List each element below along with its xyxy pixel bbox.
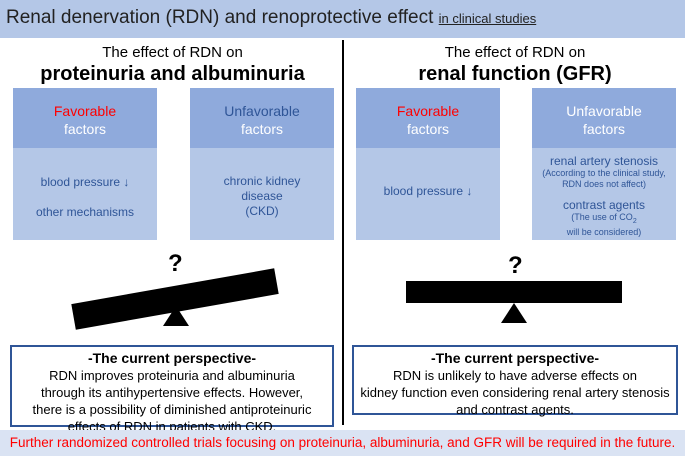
right-question-mark: ? <box>508 252 523 279</box>
title-bar: Renal denervation (RDN) and renoprotecti… <box>0 0 685 38</box>
right-heading-line1: The effect of RDN on <box>444 44 586 61</box>
left-perspective-line1: RDN improves proteinuria and albuminuria <box>49 368 295 383</box>
left-unfavorable-item-ckd-3: (CKD) <box>245 204 279 218</box>
left-question-mark: ? <box>168 250 183 277</box>
left-favorable-title2: factors <box>63 121 106 137</box>
right-panel-heading: The effect of RDN on renal function (GFR… <box>350 44 680 86</box>
center-divider <box>342 40 344 425</box>
left-unfavorable-title2: factors <box>240 121 283 137</box>
right-perspective-line2: kidney function even considering renal a… <box>360 385 670 400</box>
right-perspective-title: -The current perspective- <box>430 350 600 366</box>
right-unfavorable-item-contrast: contrast agents <box>562 198 646 212</box>
right-unfavorable-title2: factors <box>582 121 625 137</box>
left-perspective-title: -The current perspective- <box>87 350 257 366</box>
left-favorable-body: blood pressure ↓ other mechanisms <box>13 148 157 240</box>
right-unfavorable-header: Unfavorable factors <box>532 88 676 148</box>
right-unfavorable-stenosis-note2: RDN does not affect) <box>562 179 646 189</box>
left-favorable-header: Favorable factors <box>13 88 157 148</box>
left-unfavorable-body: chronic kidney disease (CKD) <box>190 148 334 240</box>
left-unfavorable-header: Unfavorable factors <box>190 88 334 148</box>
right-scale-beam-level <box>406 281 622 303</box>
right-favorable-body: blood pressure ↓ <box>356 148 500 240</box>
right-perspective-box: -The current perspective- RDN is unlikel… <box>352 345 678 417</box>
left-panel-heading: The effect of RDN on proteinuria and alb… <box>10 44 335 86</box>
right-unfavorable-contrast-note2: will be considered) <box>566 226 642 237</box>
left-favorable-title1: Favorable <box>53 103 117 119</box>
left-heading-line1: The effect of RDN on <box>102 44 243 61</box>
left-heading-line2: proteinuria and albuminuria <box>40 63 305 85</box>
right-favorable-header: Favorable factors <box>356 88 500 148</box>
page-title: Renal denervation (RDN) and renoprotecti… <box>6 7 536 29</box>
left-favorable-item-other: other mechanisms <box>35 205 135 219</box>
right-perspective-line3: and contrast agents. <box>456 402 574 417</box>
right-unfavorable-item-stenosis: renal artery stenosis <box>549 154 659 168</box>
right-favorable-title1: Favorable <box>396 103 460 119</box>
left-scale-fulcrum <box>163 306 189 326</box>
title-main-text: Renal denervation (RDN) and renoprotecti… <box>6 7 434 28</box>
left-perspective-line3: there is a possibility of diminished ant… <box>32 402 312 417</box>
right-unfavorable-title1: Unfavorable <box>566 103 642 119</box>
left-perspective-line2: through its antihypertensive effects. Ho… <box>40 385 304 400</box>
right-heading-line2: renal function (GFR) <box>418 63 612 85</box>
right-unfavorable-body: renal artery stenosis (According to the … <box>532 148 676 240</box>
footer-bar: Further randomized controlled trials foc… <box>0 430 685 456</box>
right-perspective-line1: RDN is unlikely to have adverse effects … <box>393 368 637 383</box>
footer-text: Further randomized controlled trials foc… <box>9 435 676 450</box>
title-subtitle: in clinical studies <box>438 11 537 26</box>
left-unfavorable-item-ckd-1: chronic kidney <box>223 174 301 188</box>
right-favorable-item-bp: blood pressure ↓ <box>383 184 473 198</box>
left-unfavorable-title1: Unfavorable <box>224 103 300 119</box>
left-perspective-box: -The current perspective- RDN improves p… <box>10 345 334 434</box>
right-favorable-title2: factors <box>406 121 449 137</box>
right-unfavorable-contrast-note1: (The use of CO2 <box>571 212 637 225</box>
left-favorable-item-bp: blood pressure ↓ <box>40 175 130 189</box>
left-unfavorable-item-ckd-2: disease <box>241 189 283 203</box>
right-unfavorable-stenosis-note1: (According to the clinical study, <box>542 168 666 178</box>
right-scale-fulcrum <box>501 303 527 323</box>
